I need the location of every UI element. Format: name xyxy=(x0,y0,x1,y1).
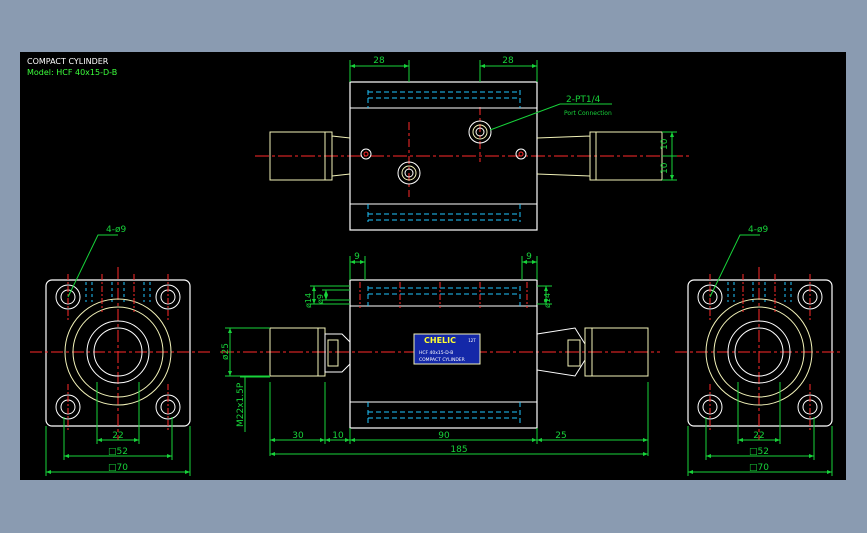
model-label: Model: HCF 40x15-D-B xyxy=(27,68,118,77)
left-hole-label: 4-ø9 xyxy=(106,225,126,235)
front-dim-25: 25 xyxy=(555,431,566,441)
front-view-dimensions xyxy=(225,256,649,456)
front-dim-phi25: ø25 xyxy=(221,343,231,360)
front-thread-label: M22x1.5P xyxy=(236,382,246,427)
nameplate xyxy=(413,333,481,365)
port-circle-a xyxy=(468,120,492,144)
front-dim-phi9: ø9 xyxy=(316,294,325,304)
front-dim-185: 185 xyxy=(450,445,467,455)
right-end-view xyxy=(675,267,842,440)
top-view-left-rod xyxy=(269,131,351,181)
front-view-right-rod xyxy=(584,327,649,377)
front-view-left-rod xyxy=(269,327,326,377)
right-dim-outer: □70 xyxy=(749,463,769,473)
top-dim-right: 28 xyxy=(502,56,514,66)
front-view-left-nut xyxy=(324,333,351,373)
left-dim-outer: □70 xyxy=(108,463,128,473)
port-label: 2-PT1/4 xyxy=(566,95,601,105)
left-dim-mid: □52 xyxy=(108,447,128,457)
top-dim-v2: 10 xyxy=(660,138,670,150)
nameplate-mark: 12T xyxy=(468,338,476,343)
front-dim-30: 30 xyxy=(292,431,304,441)
front-dim-phi14-right: ø14 xyxy=(543,293,552,308)
front-dim-top-left: 9 xyxy=(354,252,360,262)
nameplate-brand: CHELIC xyxy=(424,336,456,345)
left-end-dimensions xyxy=(45,234,191,476)
front-view xyxy=(220,279,660,429)
cad-drawing: 28 28 2-PT1/4 Port Connection 10 10 xyxy=(30,56,842,476)
right-dim-inner: 22 xyxy=(753,431,764,441)
nameplate-model: HCF 40x15-D-B xyxy=(419,350,453,356)
right-end-dimensions xyxy=(687,234,833,476)
front-dim-10: 10 xyxy=(332,431,344,441)
top-view-dimensions xyxy=(349,60,677,181)
right-hole-label: 4-ø9 xyxy=(748,225,768,235)
front-dim-phi14-left: ø14 xyxy=(304,293,313,308)
port-circle-b xyxy=(397,161,421,185)
left-dim-inner: 22 xyxy=(112,431,123,441)
top-dim-left: 28 xyxy=(373,56,385,66)
top-dim-v1: 10 xyxy=(660,162,670,174)
nameplate-type: COMPACT CYLINDER xyxy=(419,357,465,363)
drawing-title: COMPACT CYLINDER xyxy=(27,57,109,66)
left-end-view xyxy=(30,267,210,440)
front-dim-top-right: 9 xyxy=(526,252,532,262)
right-end-flange xyxy=(687,279,833,427)
top-view-body xyxy=(349,81,538,231)
port-sublabel: Port Connection xyxy=(564,110,612,117)
cad-viewport[interactable]: COMPACT CYLINDER Model: HCF 40x15-D-B xyxy=(20,52,846,480)
right-dim-mid: □52 xyxy=(749,447,769,457)
front-dim-90: 90 xyxy=(438,431,450,441)
top-view xyxy=(255,81,690,231)
